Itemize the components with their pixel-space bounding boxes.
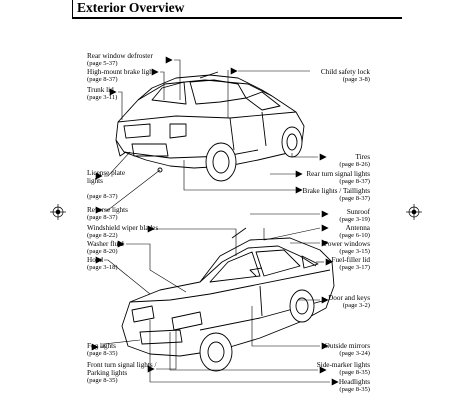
callout-brake-lights-taillights: Brake lights / Taillights (page 8-37) [302, 187, 370, 203]
front-car-illustration [121, 227, 335, 372]
page-title: Exterior Overview [77, 0, 185, 15]
callout-fog-lights: Fog lights (page 8-35) [87, 342, 118, 358]
callout-front-turn-signal-parking-lights: Front turn signal lights / Parking light… [87, 361, 157, 385]
leader-lines-rear [95, 56, 327, 214]
registration-mark-right [406, 204, 422, 220]
callout-reverse-lights: Reverse lights (page 8-37) [87, 206, 128, 222]
callout-door-and-keys: Door and keys (page 3-2) [328, 294, 370, 310]
callout-headlights: Headlights (page 8-35) [338, 378, 370, 394]
callout-child-safety-lock: Child safety lock (page 3-8) [320, 68, 370, 84]
callout-rear-turn-signal-lights: Rear turn signal lights (page 8-37) [306, 170, 370, 186]
callout-sunroof: Sunroof (page 3-19) [339, 208, 370, 224]
header-left-rule [72, 0, 73, 18]
leader-lines-front [91, 210, 339, 386]
callout-rear-window-defroster: Rear window defroster (page 5-37) [87, 52, 153, 68]
callout-side-marker-lights: Side-marker lights (page 8-35) [316, 361, 370, 377]
callout-fuel-filler-lid: Fuel-filler lid (page 3-17) [331, 256, 370, 272]
callout-hood: Hood (page 3-18) [87, 256, 118, 272]
header-rule [72, 17, 402, 19]
callout-tires: Tires (page 8-26) [339, 153, 370, 169]
callout-washer-fluid: Washer fluid (page 8-20) [87, 240, 124, 256]
callout-license-plate-lights: License plate lights (page 8-37) [87, 169, 126, 201]
callout-antenna: Antenna (page 6-10) [339, 224, 370, 240]
registration-mark-left [50, 204, 66, 220]
callout-windshield-wiper-blades: Windshield wiper blades (page 8-22) [87, 224, 159, 240]
callout-high-mount-brake-light: High-mount brake light (page 8-37) [87, 68, 155, 84]
callout-trunk-lid: Trunk lid (page 3-11) [87, 86, 118, 102]
callout-outside-mirrors: Outside mirrors (page 3-24) [324, 342, 370, 358]
rear-car-illustration [115, 71, 305, 182]
callout-power-windows: Power windows (page 3-15) [323, 240, 370, 256]
